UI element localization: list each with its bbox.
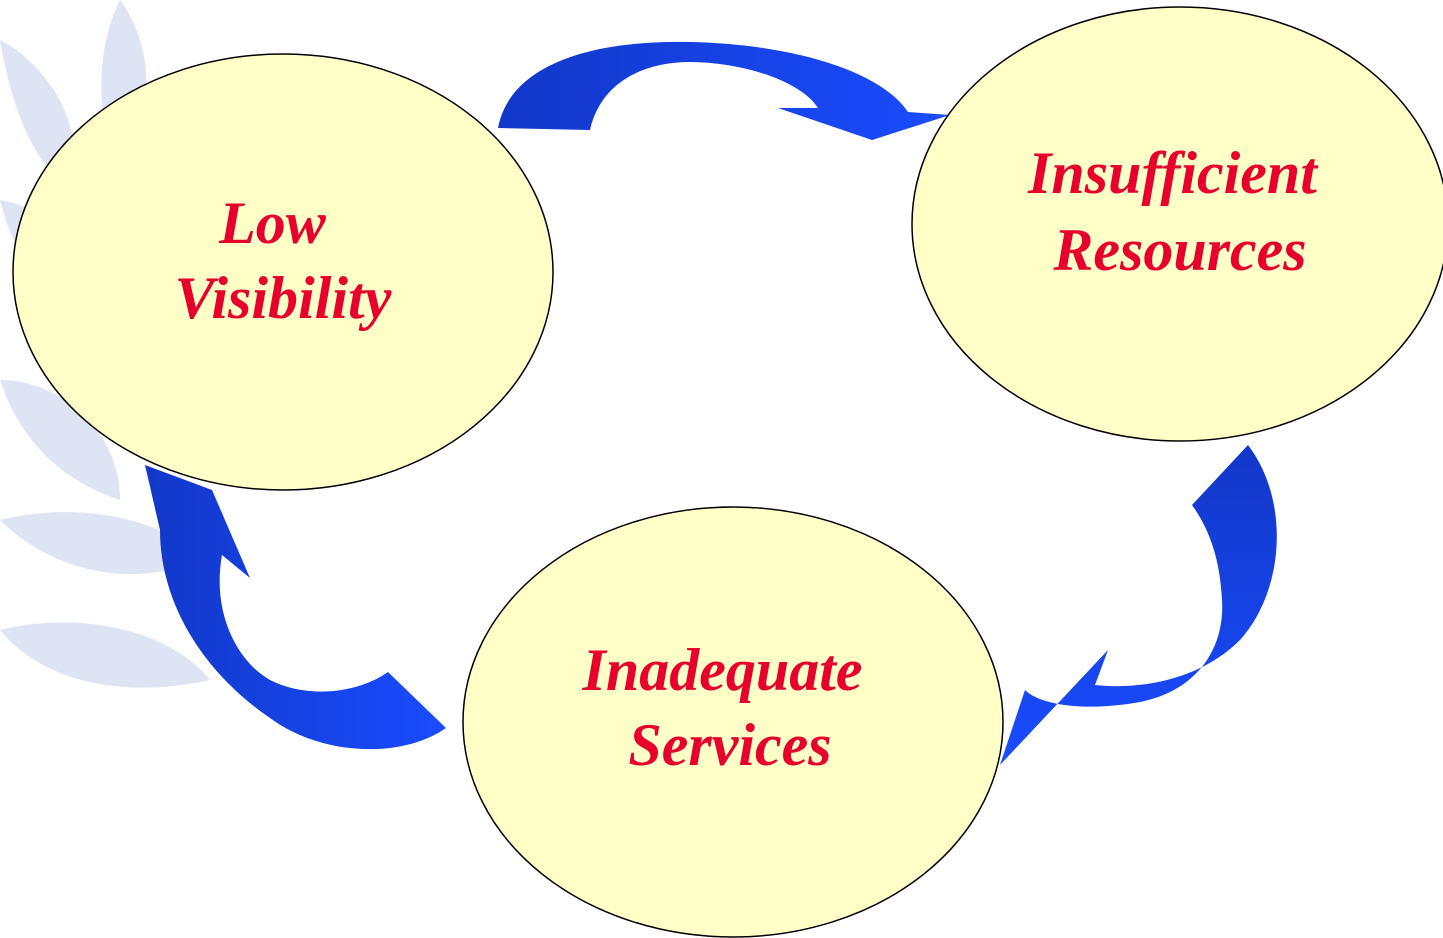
node-insufficient-resources xyxy=(911,6,1443,442)
node-label-insufficient-resources: Insufficient Resources xyxy=(1027,140,1332,283)
node-label-line: Low xyxy=(218,190,327,256)
node-low-visibility xyxy=(12,53,554,491)
node-label-line: Visibility xyxy=(175,265,392,331)
node-label-line: Insufficient xyxy=(1027,140,1319,206)
cycle-arrow-3-body xyxy=(145,465,446,750)
watermark-leaf-6 xyxy=(0,622,210,688)
node-label-inadequate-services: Inadequate Services xyxy=(581,637,877,778)
watermark-leaf-1 xyxy=(0,40,75,190)
node-inadequate-services xyxy=(462,506,1004,938)
node-label-line: Services xyxy=(628,712,831,778)
node-label-line: Inadequate xyxy=(581,637,862,703)
cycle-arrow-2-body xyxy=(1000,445,1277,765)
node-label-low-visibility: Low Visibility xyxy=(175,190,392,331)
cycle-arrow-1-body xyxy=(498,41,950,140)
node-label-line: Resources xyxy=(1052,217,1306,283)
watermark-leaf-4 xyxy=(0,380,120,500)
watermark-leaf-5 xyxy=(0,512,200,575)
